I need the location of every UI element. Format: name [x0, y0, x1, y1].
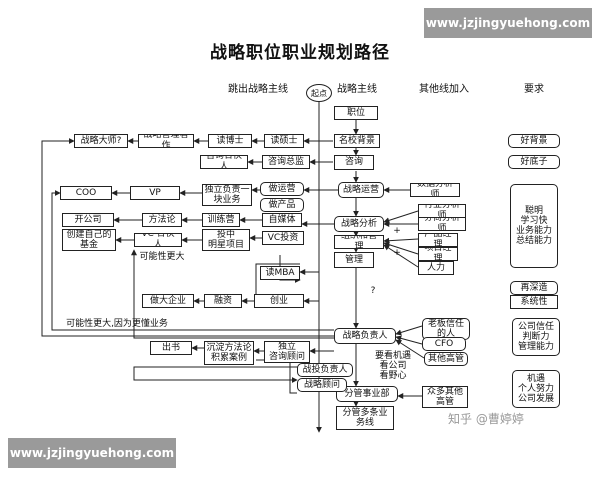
- node-position: 职位: [334, 106, 378, 120]
- node-methodology-cases: 沉淀方法论 积累案例: [204, 341, 254, 365]
- node-own-fund: 创建自己的 基金: [62, 229, 116, 251]
- node-independent-consultant: 独立 咨询顾问: [264, 341, 310, 363]
- label-question: ?: [370, 285, 376, 296]
- node-division-head: 分管事业部: [336, 386, 398, 402]
- node-boss-trusted: 老板信任 的人: [422, 318, 470, 340]
- watermark-bottom: www.jzjingyuehong.com: [8, 438, 176, 468]
- node-startup: 创业: [254, 294, 304, 308]
- page-title: 战略职位职业规划路径: [210, 43, 390, 63]
- node-strategy-analysis: 战略分析: [334, 216, 384, 232]
- watermark-zhihu: 知乎 @曹婷婷: [448, 412, 524, 426]
- label-depends: 要看机遇 看公司 看野心: [374, 351, 411, 381]
- label-more-possible-business: 可能性更大,因为更懂业务: [66, 318, 168, 329]
- node-vc-investment: VC投资: [262, 231, 304, 245]
- req-good-foundation: 好底子: [508, 155, 560, 169]
- node-data-analyst: 数据分析师: [410, 183, 460, 197]
- node-consulting-partner: 咨询合伙人: [200, 155, 248, 169]
- req-trust-judgment: 公司信任 判断力 管理能力: [512, 318, 560, 356]
- watermark-top: www.jzjingyuehong.com: [424, 8, 592, 38]
- column-header-requirements: 要求: [524, 84, 544, 95]
- column-header-other: 其他线加入: [419, 84, 469, 95]
- node-do-product: 做产品: [260, 198, 304, 212]
- node-do-operations: 做运营: [260, 182, 304, 196]
- node-management: 管理: [334, 252, 374, 268]
- node-start-company: 开公司: [62, 213, 114, 227]
- req-learning-ability: 聪明 学习快 业务能力 总结能力: [510, 184, 558, 268]
- node-organization-management: 组织和管理: [334, 235, 384, 249]
- node-training-camp: 训练营: [202, 213, 240, 227]
- node-investment-lead: 战投负责人: [297, 363, 353, 377]
- node-phd: 读博士: [208, 134, 252, 148]
- column-header-left: 跳出战略主线: [228, 84, 288, 95]
- node-coo: COO: [60, 186, 112, 200]
- node-cfo: CFO: [422, 337, 466, 351]
- node-strategy-master: 战略大师?: [74, 134, 128, 148]
- node-mba: 读MBA: [260, 266, 300, 280]
- node-other-executives: 其他高管: [424, 352, 468, 366]
- node-vp: VP: [130, 186, 180, 200]
- node-financing: 融资: [204, 294, 242, 308]
- req-systematic: 系统性: [510, 295, 558, 309]
- req-further-study: 再深造: [510, 281, 558, 295]
- node-industry-analyst: 行业分析师: [418, 204, 466, 218]
- node-product-manager: 产品经理: [418, 233, 458, 247]
- node-many-other-executives: 众多其他 高管: [422, 386, 468, 408]
- node-star-project: 投中 明星项目: [202, 229, 250, 251]
- node-publish-book: 出书: [150, 341, 192, 355]
- node-school-background: 名校背景: [334, 134, 380, 148]
- node-big-company: 做大企业: [142, 294, 194, 308]
- node-project-manager: 项目经理: [418, 247, 458, 261]
- node-self-media: 自媒体: [262, 213, 302, 227]
- node-broker-analyst: 券商分析师: [418, 217, 466, 231]
- node-hr: 人力: [418, 261, 454, 275]
- label-plus-1: +: [393, 226, 401, 236]
- req-good-background: 好背景: [508, 134, 560, 148]
- node-methodology: 方法论: [142, 213, 182, 227]
- node-independent-business: 独立负责一 块业务: [202, 184, 252, 206]
- node-strategy-operations: 战略运营: [338, 182, 384, 198]
- node-consulting: 咨询: [334, 155, 374, 170]
- node-masters: 读硕士: [264, 134, 304, 148]
- column-header-main: 战略主线: [337, 84, 377, 95]
- node-strategy-lead: 战略负责人: [334, 328, 396, 344]
- start-node: 起点: [306, 84, 332, 102]
- node-strategy-advisor: 战略顾问: [297, 378, 347, 392]
- req-opportunity-effort: 机遇 个人努力 公司发展: [512, 370, 560, 408]
- node-consulting-director: 咨询总监: [262, 155, 310, 169]
- label-more-possible: 可能性更大: [139, 251, 185, 262]
- node-vc-partner: VC 合伙人: [134, 233, 182, 247]
- node-multi-business-lines: 分管多条业 务线: [336, 406, 394, 430]
- node-strategy-book: 战略管理著作: [138, 134, 194, 148]
- label-plus-2: +: [393, 248, 401, 258]
